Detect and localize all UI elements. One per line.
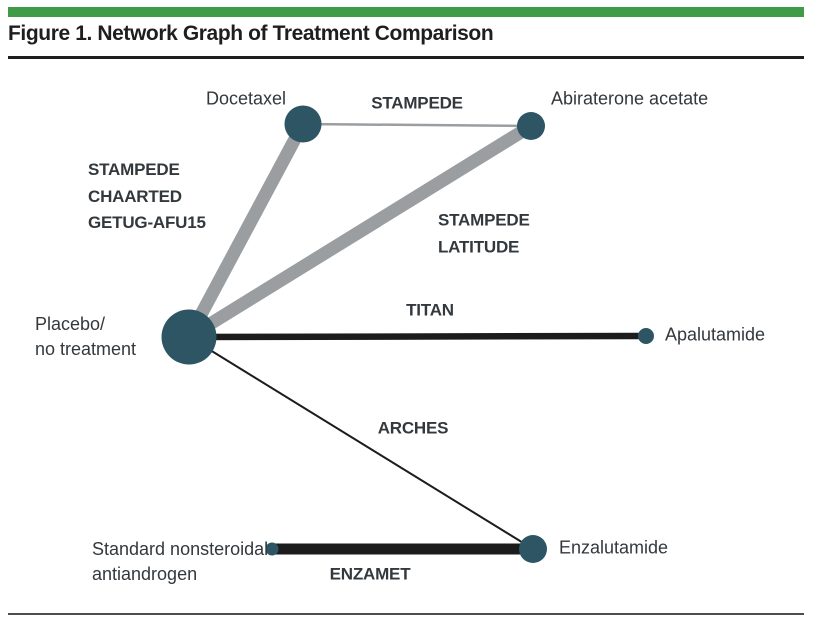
edge-label-enzamet: ENZAMET bbox=[329, 564, 411, 584]
edge-label-stampede: STAMPEDE bbox=[371, 93, 463, 113]
bottom-rule bbox=[8, 613, 804, 615]
node-label-abiraterone-acetate: Abiraterone acetate bbox=[551, 88, 709, 109]
edge-label-stampede-latitude: STAMPEDE LATITUDE bbox=[438, 210, 530, 256]
node-label-apalutamide: Apalutamide bbox=[665, 324, 766, 345]
node-docetaxel bbox=[284, 105, 322, 143]
node-label-enzalutamide: Enzalutamide bbox=[559, 537, 669, 558]
figure-title: Figure 1. Network Graph of Treatment Com… bbox=[8, 22, 494, 45]
node-enzalutamide bbox=[519, 535, 547, 563]
edge-docetaxel-abiraterone bbox=[302, 122, 532, 128]
node-apalutamide bbox=[638, 328, 654, 344]
node-abiraterone bbox=[517, 112, 545, 140]
edge-placebo-docetaxel bbox=[183, 120, 309, 341]
accent-bar bbox=[8, 7, 804, 17]
edge-placebo-enzalutamide bbox=[188, 336, 534, 550]
edge-label-stampede-chaarted-getug-afu15: STAMPEDE CHAARTED GETUG-AFU15 bbox=[88, 160, 206, 233]
node-std_antiandrogen bbox=[265, 542, 279, 556]
node-placebo bbox=[161, 309, 217, 365]
node-label-docetaxel: Docetaxel bbox=[205, 88, 286, 109]
edge-placebo-apalutamide bbox=[188, 332, 647, 341]
node-label-standard-nonsteroidal-antiandrogen: Standard nonsteroidal antiandrogen bbox=[92, 538, 269, 584]
node-label-placebo-no-treatment: Placebo/ no treatment bbox=[35, 313, 137, 359]
title-rule bbox=[8, 56, 804, 59]
edge-label-titan: TITAN bbox=[406, 300, 454, 320]
edge-placebo-abiraterone bbox=[185, 120, 535, 343]
edge-label-arches: ARCHES bbox=[377, 418, 449, 438]
